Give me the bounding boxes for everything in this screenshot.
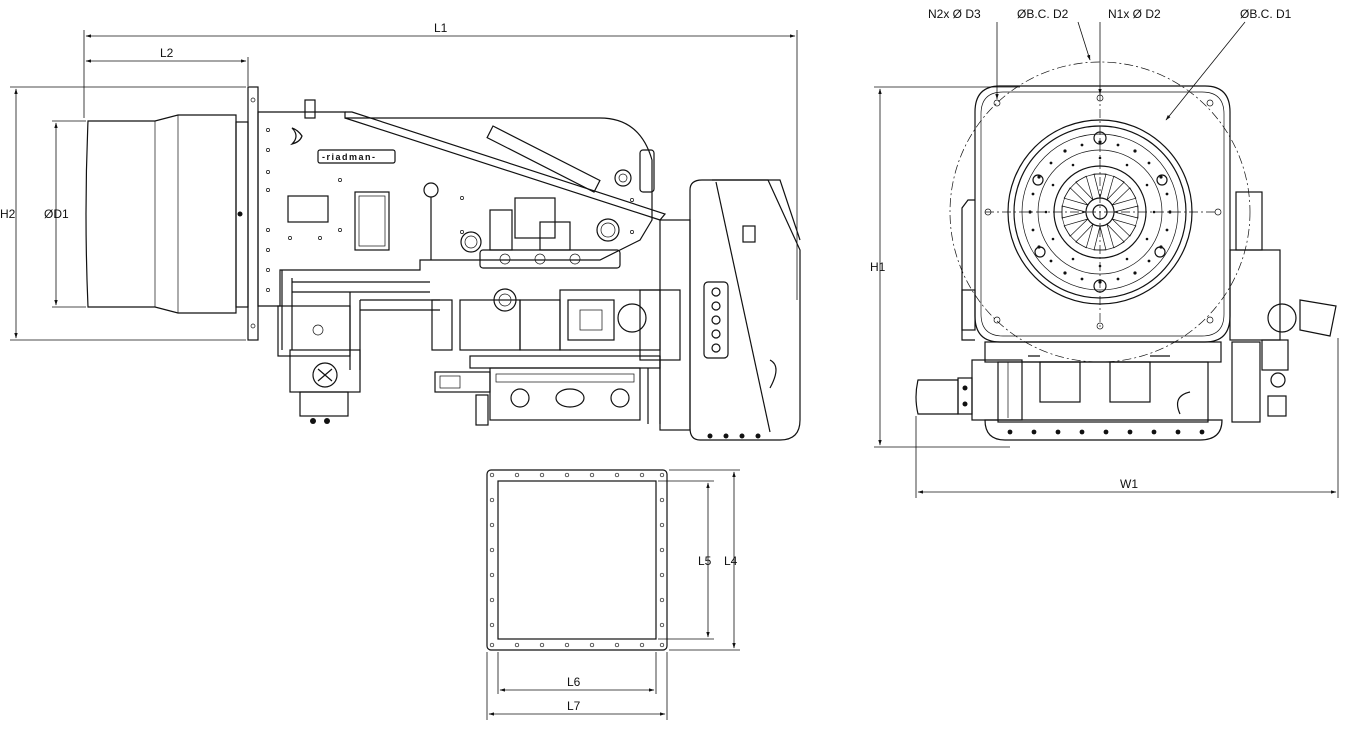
label-bc-d2: ØB.C. D2 [1017,7,1069,21]
fan-motor [559,289,681,361]
brand-logo: -riadman- [322,152,377,162]
front-dimensions: H1 W1 N2x Ø D3 ØB.C. D2 N1x Ø D2 ØB.C. D… [870,7,1339,498]
dim-L1: L1 [434,21,448,35]
dim-L2: L2 [160,46,174,60]
dim-L4: L4 [724,554,738,568]
left-accessories [915,199,1023,421]
dim-H2: H2 [0,207,16,221]
flange-plate-view [486,469,668,651]
dim-L5: L5 [698,554,712,568]
lower-panel [434,355,661,426]
dim-W1: W1 [1120,477,1138,491]
dim-L6: L6 [567,675,581,689]
mounting-flange [237,86,259,341]
control-cabinet [659,179,801,441]
flange-bolt-holes [489,472,665,648]
right-accessories [1229,191,1337,423]
gas-ports [1028,140,1172,284]
side-view: -riadman- [85,86,801,441]
label-bc-d1: ØB.C. D1 [1240,7,1292,21]
label-n1-d2: N1x Ø D2 [1108,7,1161,21]
valve-train [281,182,621,370]
front-view [915,61,1337,441]
dim-L7: L7 [567,699,581,713]
lower-frame [984,341,1223,441]
blast-tube [85,114,249,314]
housing-holes [266,128,634,292]
flange-dimensions: L5 L4 L6 L7 [486,469,740,720]
gas-regulator [277,305,361,424]
bolt-circle-d1 [949,61,1251,363]
label-n2-d3: N2x Ø D3 [928,7,981,21]
side-dimensions: L1 L2 H2 ØD1 [0,21,798,341]
dim-D1: ØD1 [44,207,69,221]
dim-H1: H1 [870,260,886,274]
burner-housing [257,99,667,307]
